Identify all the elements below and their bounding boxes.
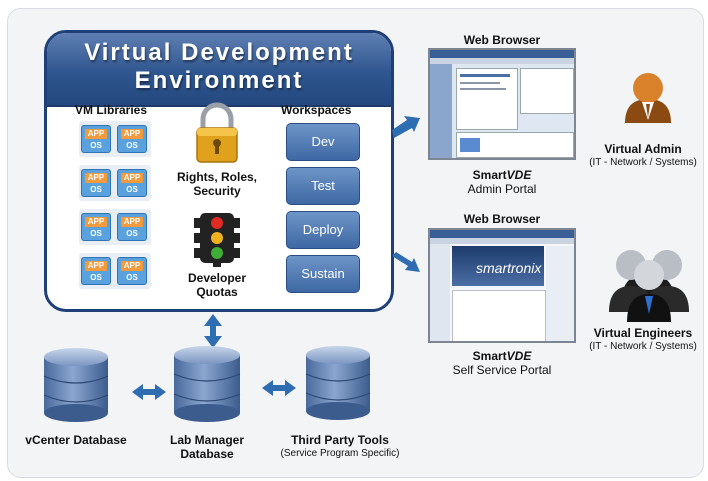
developer-quotas-label: Developer Quotas bbox=[187, 271, 247, 299]
workspace-deploy: Deploy bbox=[286, 211, 360, 249]
virtual-engineers-label: Virtual Engineers (IT - Network / System… bbox=[589, 326, 697, 352]
padlock-icon bbox=[196, 102, 238, 163]
traffic-light-icon bbox=[194, 213, 240, 267]
vde-title: Virtual Development Environment bbox=[47, 39, 391, 95]
lab-manager-database-label: Lab Manager Database bbox=[169, 433, 244, 461]
vde-title-line2: Environment bbox=[134, 67, 304, 94]
workspace-sustain: Sustain bbox=[286, 255, 360, 293]
admin-portal-label: SmartVDE Admin Portal bbox=[467, 168, 537, 196]
workspace-test: Test bbox=[286, 167, 360, 205]
workspaces-title: Workspaces bbox=[281, 103, 352, 117]
vm-libraries-title: VM Libraries bbox=[75, 103, 148, 117]
virtual-admin-label: Virtual Admin (IT - Network / Systems) bbox=[589, 142, 697, 168]
self-service-portal-label: SmartVDE Self Service Portal bbox=[452, 349, 552, 377]
self-service-portal-screenshot: smartronix bbox=[428, 228, 576, 343]
workspace-dev: Dev bbox=[286, 123, 360, 161]
vde-panel: Virtual Development Environment VM Libra… bbox=[44, 30, 394, 312]
vde-title-line1: Virtual Development bbox=[84, 39, 354, 66]
bottom-browser-title: Web Browser bbox=[463, 212, 541, 226]
top-browser-title: Web Browser bbox=[463, 33, 541, 47]
admin-portal-screenshot bbox=[428, 48, 576, 160]
smartronix-logo: smartronix bbox=[476, 260, 542, 276]
third-party-tools-label: Third Party Tools (Service Program Speci… bbox=[280, 433, 400, 459]
rights-roles-label: Rights, Roles, Security bbox=[176, 170, 257, 198]
vcenter-database-label: vCenter Database bbox=[25, 433, 127, 447]
vde-header: Virtual Development Environment bbox=[47, 33, 391, 107]
